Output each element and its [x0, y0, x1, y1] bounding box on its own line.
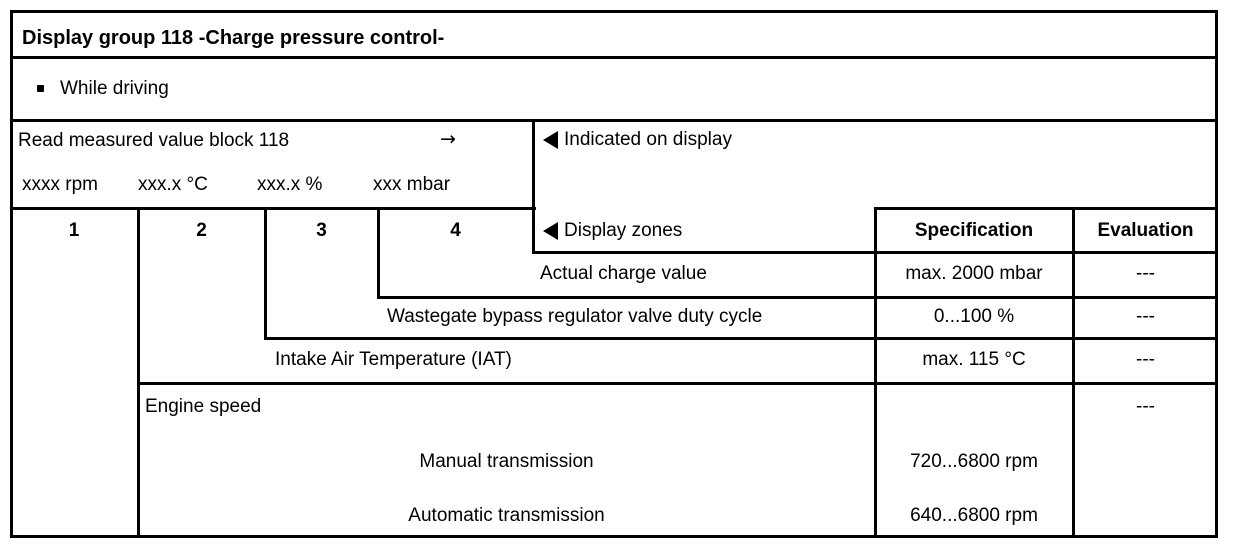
row-engine-speed-label: Engine speed	[145, 396, 262, 417]
zone-3: 3	[316, 220, 327, 241]
row-wastegate-label: Wastegate bypass regulator valve duty cy…	[387, 306, 763, 327]
subrow-manual-label: Manual transmission	[419, 451, 594, 472]
zone-2: 2	[196, 220, 207, 241]
grid-line-zone1-right	[137, 207, 140, 538]
row-iat-eval: ---	[1136, 349, 1155, 370]
grid-line-zone2-right	[264, 207, 267, 340]
subrow-automatic-spec: 640...6800 rpm	[910, 505, 1038, 526]
row-iat-spec: max. 115 °C	[922, 349, 1026, 370]
condition-text: While driving	[60, 78, 169, 99]
row-actual-charge-eval: ---	[1136, 263, 1155, 284]
grid-line-spec-header-top	[875, 207, 1218, 210]
row-wastegate-eval: ---	[1136, 306, 1155, 327]
row-actual-charge-label: Actual charge value	[540, 263, 707, 284]
bullet-icon	[37, 85, 44, 92]
grid-line-iat-bottom	[138, 382, 1218, 385]
grid-line-wastegate-bottom	[265, 337, 1218, 340]
display-zones-pointer-icon	[543, 222, 558, 240]
grid-line-units-bottom	[10, 207, 536, 210]
grid-line-zone3-right	[377, 207, 380, 299]
display-zones-label: Display zones	[564, 220, 683, 241]
grid-line-readblock-right	[532, 119, 535, 254]
grid-line-specification-left	[874, 207, 877, 538]
row-iat-label: Intake Air Temperature (IAT)	[275, 349, 512, 370]
row-wastegate-spec: 0...100 %	[933, 306, 1015, 327]
row-actual-charge-spec: max. 2000 mbar	[905, 263, 1043, 284]
subrow-automatic-label: Automatic transmission	[408, 505, 605, 526]
row-engine-speed-eval: ---	[1136, 396, 1155, 417]
specification-header: Specification	[914, 220, 1034, 241]
grid-line-condition-bottom	[10, 119, 1218, 122]
grid-line-actual-charge-bottom	[378, 296, 1218, 299]
unit-percent: xxx.x %	[257, 174, 323, 195]
unit-temperature: xxx.x °C	[138, 174, 208, 195]
arrow-right-icon: →	[440, 128, 456, 150]
zone-1: 1	[68, 220, 80, 241]
grid-line-title-bottom	[10, 56, 1218, 59]
table-outer-border	[10, 10, 1218, 538]
zone-4: 4	[450, 220, 461, 241]
unit-rpm: xxxx rpm	[22, 174, 98, 195]
indicated-pointer-icon	[543, 131, 558, 149]
indicated-label: Indicated on display	[564, 129, 732, 150]
subrow-manual-spec: 720...6800 rpm	[910, 451, 1038, 472]
unit-mbar: xxx mbar	[373, 174, 451, 195]
evaluation-header: Evaluation	[1097, 220, 1194, 241]
table-title: Display group 118 -Charge pressure contr…	[22, 27, 445, 49]
grid-line-evaluation-left	[1072, 207, 1075, 538]
read-instruction: Read measured value block 118	[18, 130, 290, 151]
